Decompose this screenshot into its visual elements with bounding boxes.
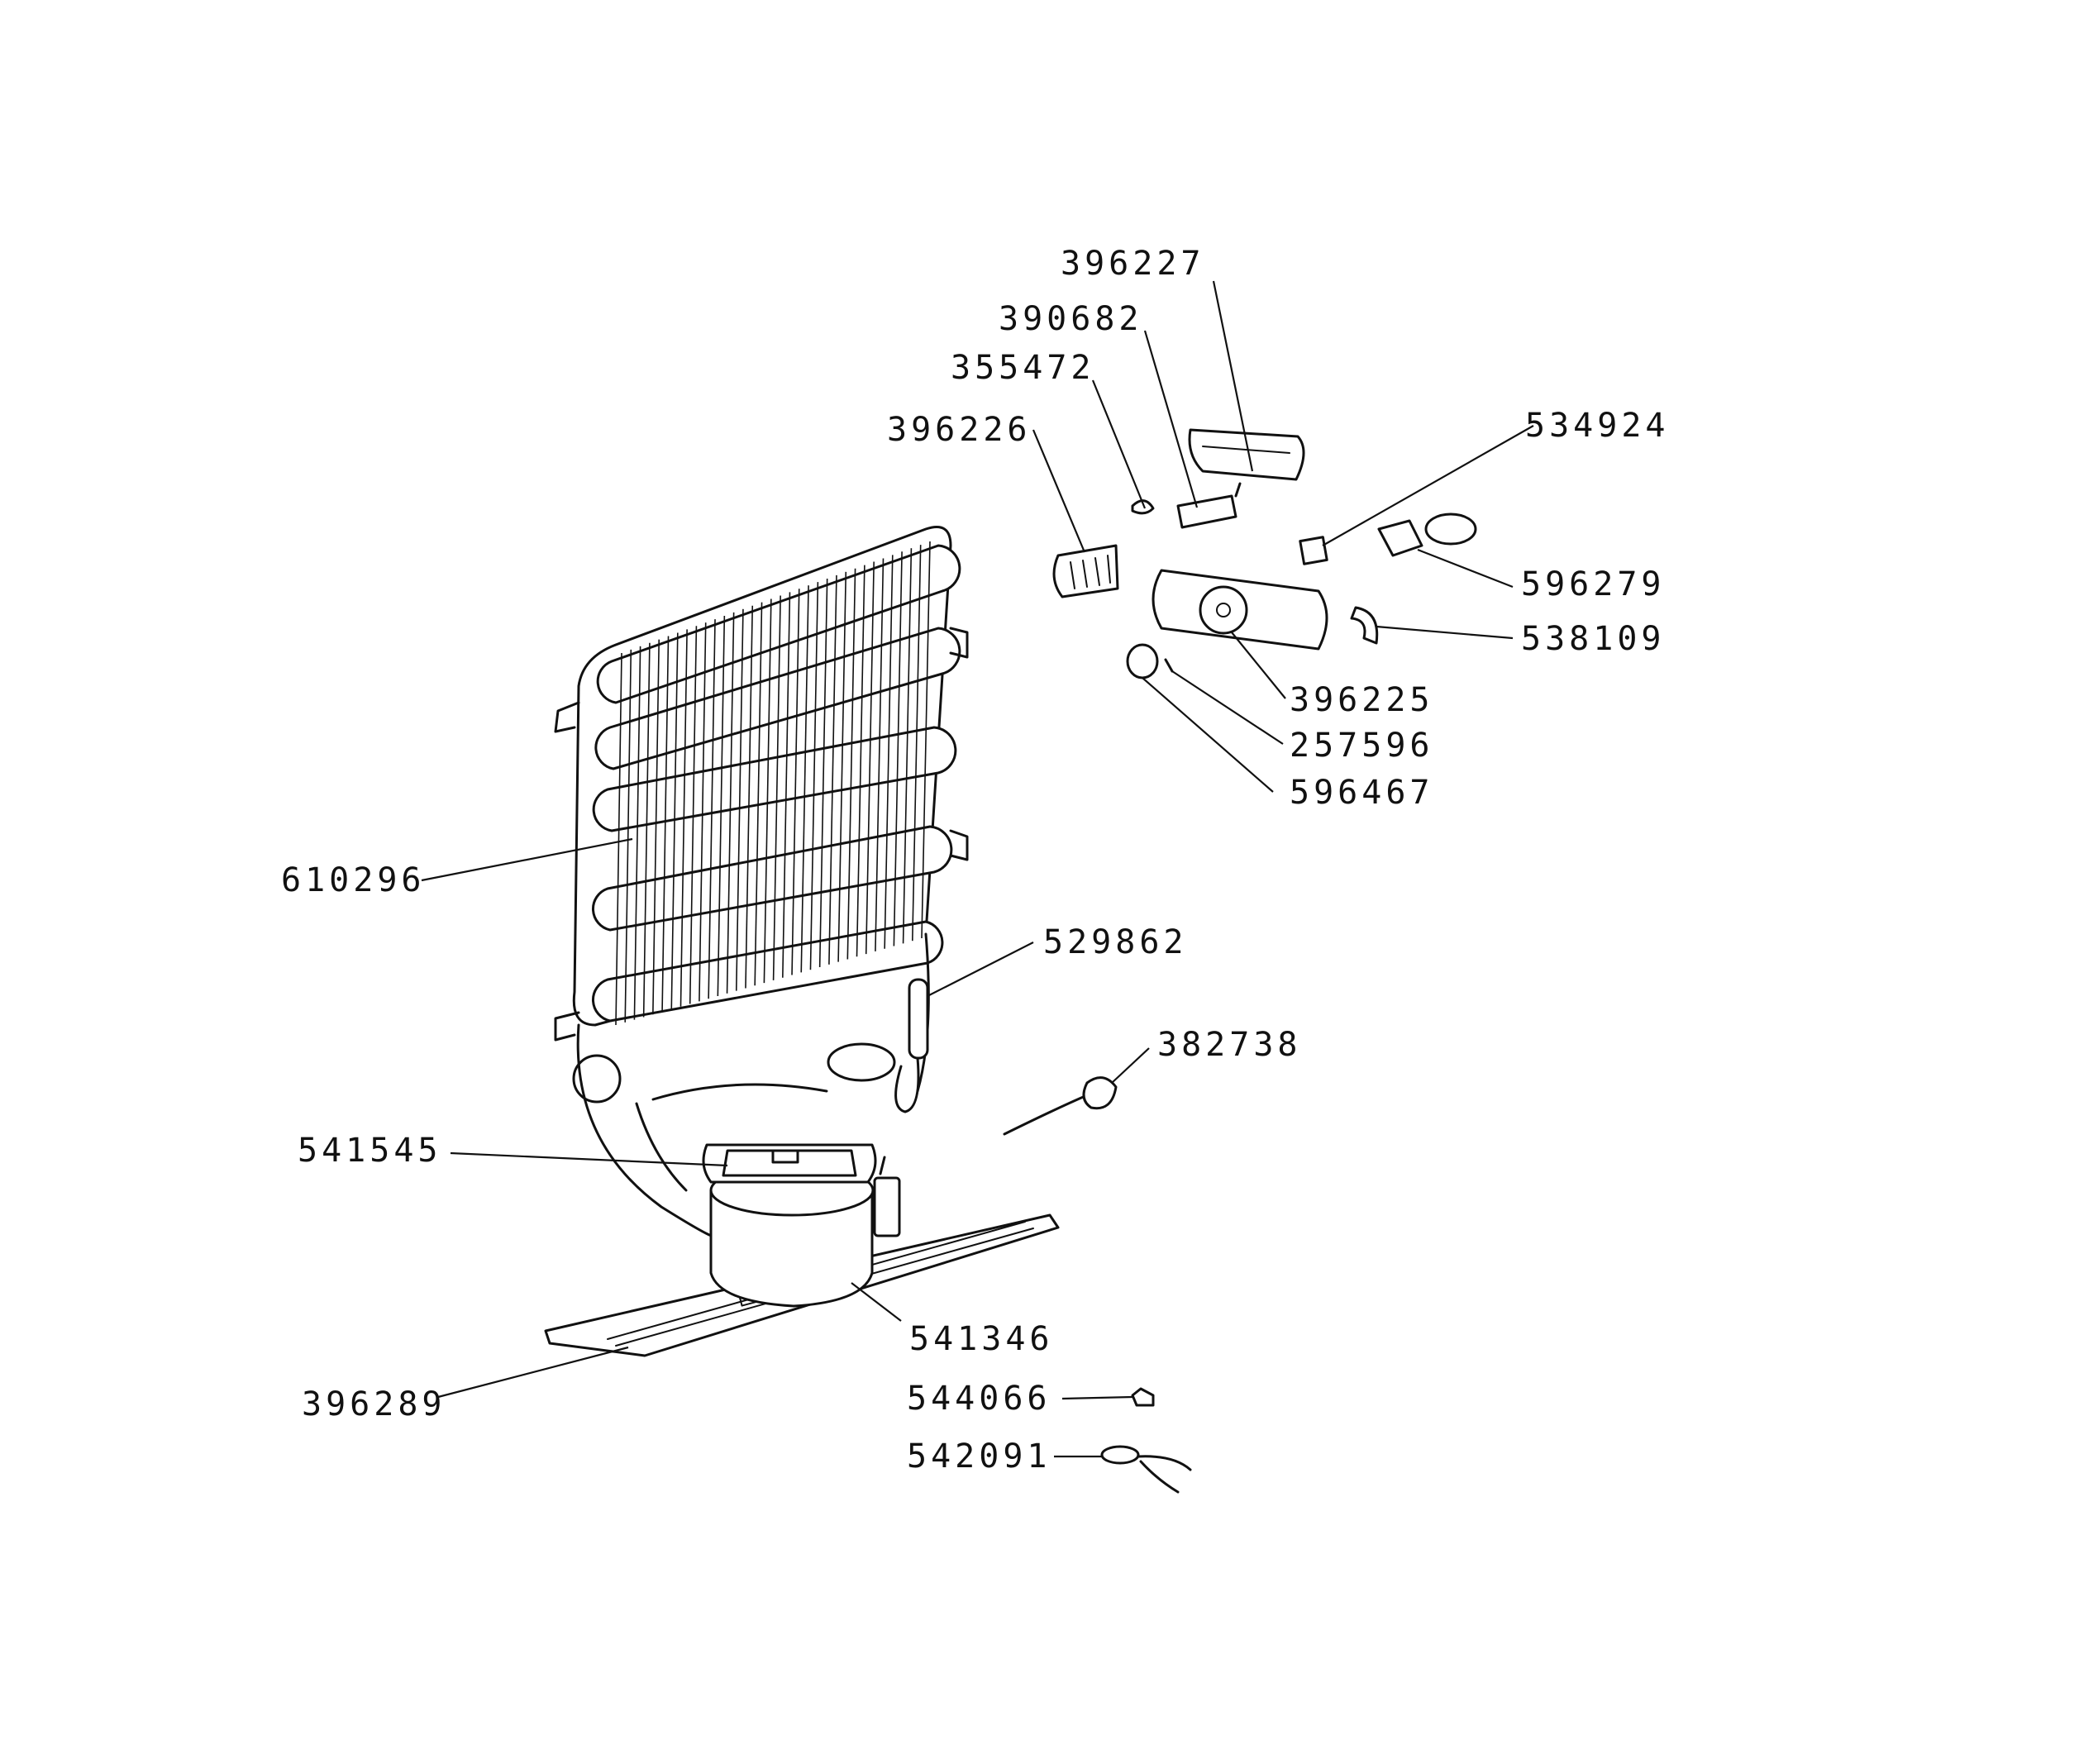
- condenser-fin: [875, 558, 885, 951]
- condenser-fin: [652, 639, 660, 1015]
- label-538109: 538109: [1521, 620, 1666, 658]
- condenser-fin: [717, 615, 726, 997]
- label-396226: 396226: [887, 411, 1032, 449]
- part-labels: 396227 390682 355472 396226 534924 59627…: [281, 245, 1670, 1476]
- label-396227: 396227: [1061, 245, 1205, 283]
- condenser-fin: [642, 642, 651, 1018]
- condenser-fin: [921, 541, 931, 939]
- compressor: [702, 1143, 901, 1308]
- condenser-fin: [661, 636, 670, 1013]
- condenser-fin: [846, 568, 856, 960]
- label-534924: 534924: [1525, 407, 1670, 445]
- condenser-fin: [902, 548, 913, 944]
- label-257596: 257596: [1290, 727, 1434, 765]
- label-541545: 541545: [298, 1132, 442, 1170]
- condenser-fin: [689, 626, 698, 1004]
- condenser-fin: [615, 652, 622, 1026]
- condenser-fin: [699, 622, 707, 1002]
- overload-protector: [1100, 1445, 1192, 1494]
- condenser-fin: [884, 555, 894, 949]
- condenser-fin: [772, 595, 781, 980]
- label-396289: 396289: [302, 1385, 446, 1423]
- condenser-fin: [735, 608, 744, 991]
- condenser-fin: [828, 574, 837, 965]
- condenser-fin: [911, 545, 922, 942]
- condenser-fin: [708, 619, 716, 999]
- condenser-fin: [818, 578, 828, 968]
- thermostat-housing-assembly: [1052, 428, 1477, 679]
- condenser-coil: [554, 526, 969, 1042]
- condenser-fin: [745, 605, 754, 989]
- label-396225: 396225: [1290, 681, 1434, 719]
- condenser-fin: [809, 582, 819, 970]
- label-542091: 542091: [907, 1437, 1051, 1476]
- condenser-fins: [615, 541, 931, 1026]
- label-610296: 610296: [281, 861, 426, 899]
- condenser-fin: [624, 649, 632, 1023]
- label-382738: 382738: [1157, 1026, 1302, 1064]
- label-355472: 355472: [951, 349, 1095, 387]
- label-390682: 390682: [999, 300, 1143, 338]
- condenser-fin: [782, 592, 791, 978]
- leader-lines: [421, 280, 1534, 1458]
- condenser-fin: [856, 565, 865, 957]
- capillary-sensor: [1003, 1076, 1118, 1136]
- condenser-fin: [726, 612, 735, 994]
- condenser-fin: [791, 589, 800, 975]
- relay-clip: [1131, 1387, 1155, 1407]
- label-529862: 529862: [1043, 923, 1188, 961]
- condenser-fin: [893, 551, 903, 946]
- condenser-fin: [670, 632, 679, 1009]
- filter-dryer: [894, 978, 929, 1113]
- condenser-fin: [865, 561, 875, 955]
- label-541346: 541346: [909, 1320, 1054, 1358]
- condenser-fin: [837, 571, 847, 962]
- label-596279: 596279: [1521, 565, 1666, 603]
- condenser-fin: [800, 585, 809, 973]
- condenser-fin: [679, 629, 688, 1007]
- condenser-fin: [633, 646, 641, 1020]
- condenser-fin: [763, 598, 772, 984]
- label-544066: 544066: [907, 1380, 1051, 1418]
- label-596467: 596467: [1290, 774, 1434, 812]
- condenser-fin: [754, 602, 763, 986]
